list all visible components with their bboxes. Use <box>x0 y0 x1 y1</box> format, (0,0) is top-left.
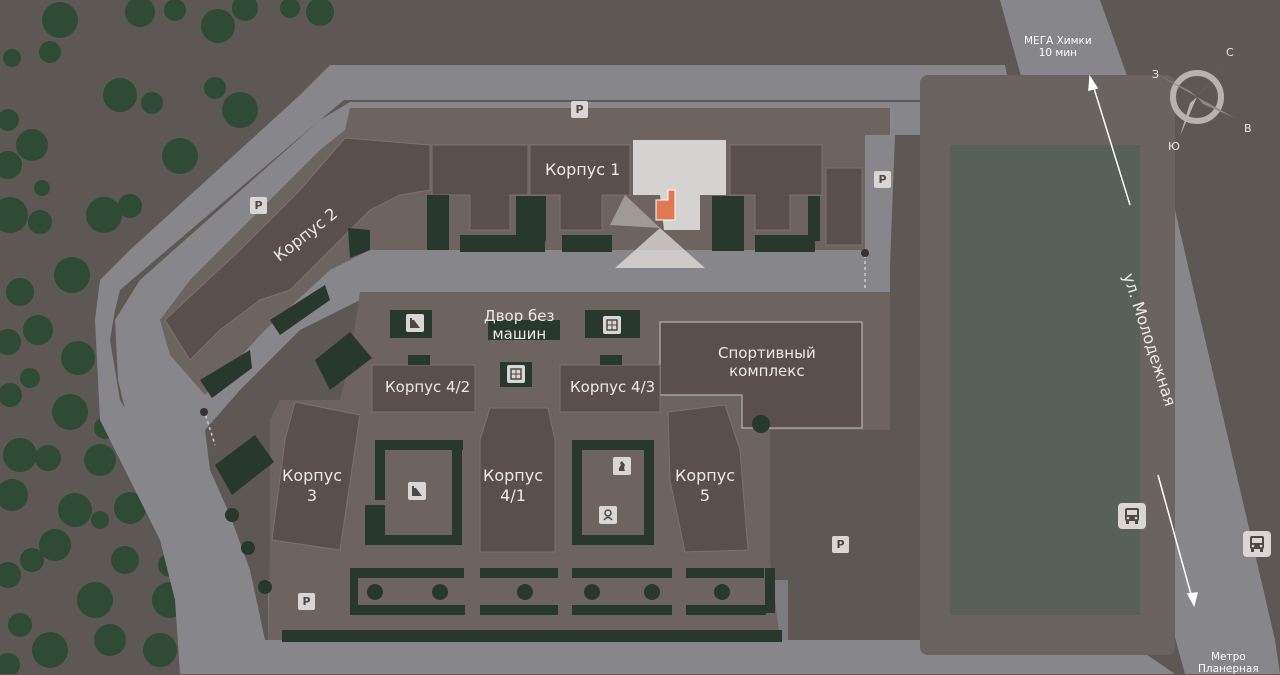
label-korpus-4-3[interactable]: Корпус 4/3 <box>570 378 656 396</box>
selected-building-highlight <box>633 140 726 230</box>
entrance-marker <box>200 408 208 416</box>
chess-icon[interactable] <box>613 457 631 475</box>
parking-icon[interactable]: P <box>571 101 588 118</box>
label-korpus-3[interactable]: Корпус 3 <box>282 466 343 505</box>
compass-east-label: В <box>1244 122 1252 135</box>
compass-rose-icon <box>1158 60 1235 136</box>
compass-rose: С З В Ю <box>1140 40 1252 153</box>
compass-west-label: З <box>1152 68 1160 81</box>
label-korpus-4-2[interactable]: Корпус 4/2 <box>385 378 471 396</box>
parking-icon[interactable]: P <box>298 593 315 610</box>
bus-stop-icon[interactable] <box>1118 503 1146 529</box>
label-sports-complex: Спортивный комплекс <box>718 344 816 381</box>
selected-apartment-marker[interactable] <box>655 189 676 221</box>
direction-arrows <box>1088 74 1198 608</box>
playground-icon[interactable] <box>406 314 424 332</box>
parking-icon[interactable]: P <box>832 536 849 553</box>
trees <box>0 0 334 674</box>
parking-icon[interactable]: P <box>250 197 267 214</box>
label-korpus-5[interactable]: Корпус 5 <box>675 466 736 505</box>
green-areas <box>200 195 820 642</box>
label-korpus-4-1[interactable]: Корпус 4/1 <box>483 466 544 505</box>
playground-icon[interactable] <box>408 482 426 500</box>
label-korpus-1[interactable]: Корпус 1 <box>545 160 621 179</box>
shrubs <box>225 415 770 600</box>
parking-lanes <box>268 75 1175 655</box>
view-cone <box>615 228 705 268</box>
entrances <box>203 255 866 446</box>
label-mega-khimki: МЕГА Химки 10 мин <box>1024 35 1092 60</box>
label-yard: Двор без машин <box>484 307 555 344</box>
kids-area-icon[interactable] <box>599 506 617 524</box>
sports-ground-icon[interactable] <box>507 365 525 383</box>
sports-ground-icon[interactable] <box>603 316 621 334</box>
compass-north-label: С <box>1226 46 1234 59</box>
view-cone-glow <box>610 195 660 228</box>
label-metro-planernaya: Метро Планерная <box>1198 651 1259 675</box>
parking-icon[interactable]: P <box>874 171 891 188</box>
entrance-marker <box>861 249 869 257</box>
buildings <box>164 137 863 553</box>
bus-stop-icon[interactable] <box>1243 531 1271 557</box>
compass-south-label: Ю <box>1168 140 1180 153</box>
